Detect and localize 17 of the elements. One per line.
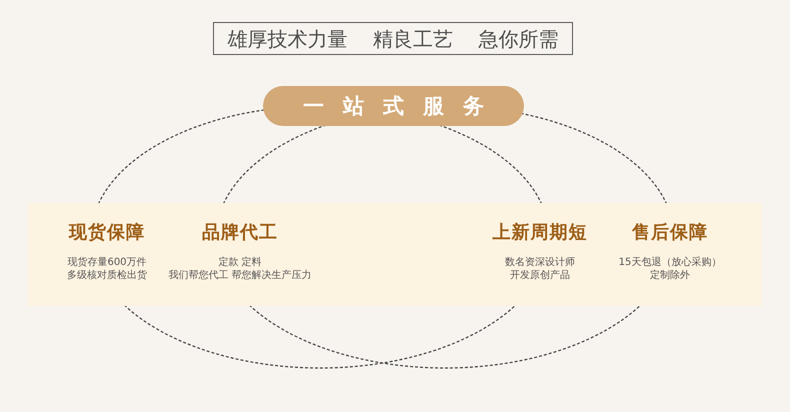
title-text: 雄厚技术力量 精良工艺 急你所需 (228, 26, 558, 50)
feature-heading: 上新周期短 (492, 221, 588, 245)
feature-text: 定款 定料 (218, 256, 262, 269)
band-background (28, 203, 762, 306)
pill-label: 一站式服务 (302, 93, 503, 119)
feature-text: 我们帮您代工 帮您解决生产压力 (168, 269, 312, 282)
feature-text: 定制除外 (650, 269, 690, 282)
feature-text: 多级核对质检出货 (67, 269, 147, 282)
feature-heading: 品牌代工 (202, 221, 278, 245)
feature-heading: 现货保障 (69, 221, 145, 245)
feature-text: 数名资深设计师 (505, 256, 575, 269)
feature-text: 现货存量600万件 (67, 256, 147, 269)
title-frame (213, 22, 573, 55)
service-pill (263, 86, 524, 126)
feature-text: 开发原创产品 (510, 269, 570, 282)
feature-heading: 售后保障 (632, 221, 708, 245)
feature-text: 15天包退（放心采购） (618, 256, 722, 269)
